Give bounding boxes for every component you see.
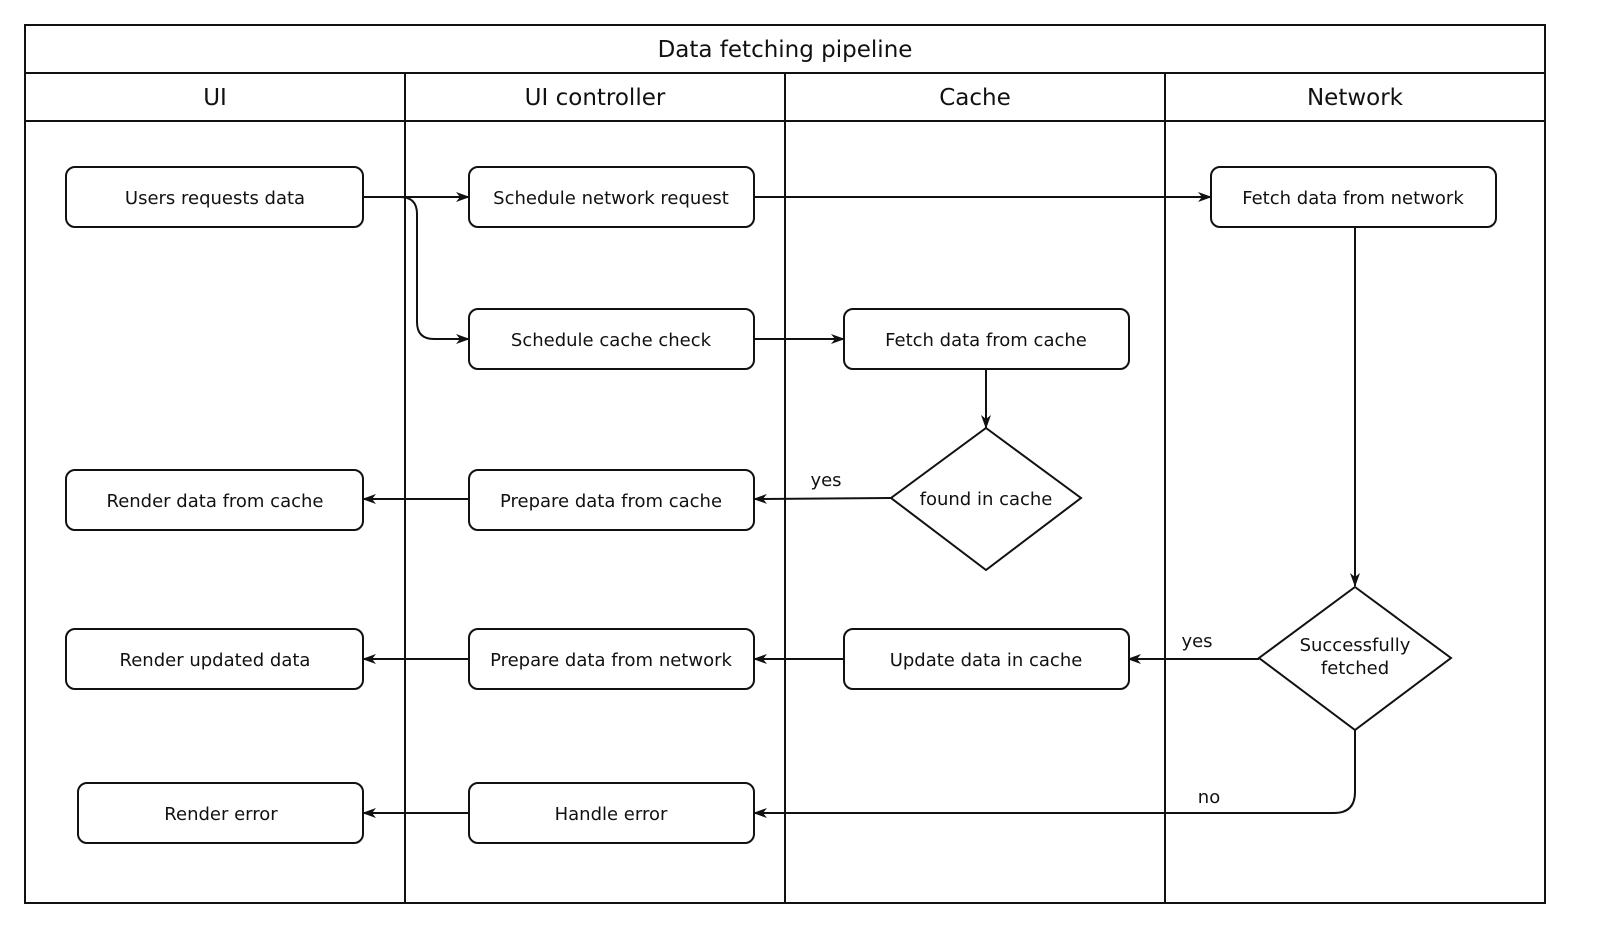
node-render-error: Render error: [77, 782, 364, 844]
node-users-requests-data: Users requests data: [65, 166, 364, 228]
svg-text:Fetch data from cache: Fetch data from cache: [885, 330, 1087, 351]
edge-label-yes-cache: yes: [810, 470, 841, 491]
svg-text:Schedule cache check: Schedule cache check: [511, 330, 712, 351]
svg-text:Prepare data from network: Prepare data from network: [490, 650, 732, 671]
node-fetch-data-from-network: Fetch data from network: [1210, 166, 1497, 228]
node-prepare-data-from-cache: Prepare data from cache: [468, 469, 755, 531]
node-handle-error: Handle error: [468, 782, 755, 844]
node-schedule-network-request: Schedule network request: [468, 166, 755, 228]
svg-text:Render updated data: Render updated data: [120, 650, 311, 671]
diagram-title: Data fetching pipeline: [658, 37, 913, 63]
node-prepare-data-from-network: Prepare data from network: [468, 628, 755, 690]
node-fetch-data-from-cache: Fetch data from cache: [843, 308, 1130, 370]
lane-header-cache: Cache: [939, 85, 1011, 111]
svg-text:Prepare data from cache: Prepare data from cache: [500, 491, 722, 512]
svg-text:Fetch data from network: Fetch data from network: [1242, 188, 1464, 209]
edge-request-to-schedule-cache: [399, 196, 470, 344]
edge-found-to-prepare-cache: [753, 493, 892, 504]
edge-success-to-handle-error: [753, 730, 1356, 818]
node-update-data-in-cache: Update data in cache: [843, 628, 1130, 690]
node-schedule-cache-check: Schedule cache check: [468, 308, 755, 370]
svg-text:Handle error: Handle error: [555, 804, 668, 825]
svg-text:Update data in cache: Update data in cache: [890, 650, 1083, 671]
node-render-data-from-cache: Render data from cache: [65, 469, 364, 531]
svg-text:Users requests data: Users requests data: [125, 188, 305, 209]
lane-header-ui: UI: [203, 85, 227, 111]
edge-label-yes-network: yes: [1181, 631, 1212, 652]
lane-header-ui-controller: UI controller: [525, 85, 666, 111]
svg-text:Render error: Render error: [164, 804, 278, 825]
node-found-in-cache: found in cache: [889, 426, 1083, 572]
lane-header-network: Network: [1307, 85, 1404, 111]
edge-label-no: no: [1198, 787, 1220, 808]
svg-text:found in cache: found in cache: [920, 489, 1053, 510]
svg-text:Schedule network request: Schedule network request: [493, 188, 729, 209]
svg-text:Render data from cache: Render data from cache: [107, 491, 324, 512]
node-render-updated-data: Render updated data: [65, 628, 364, 690]
